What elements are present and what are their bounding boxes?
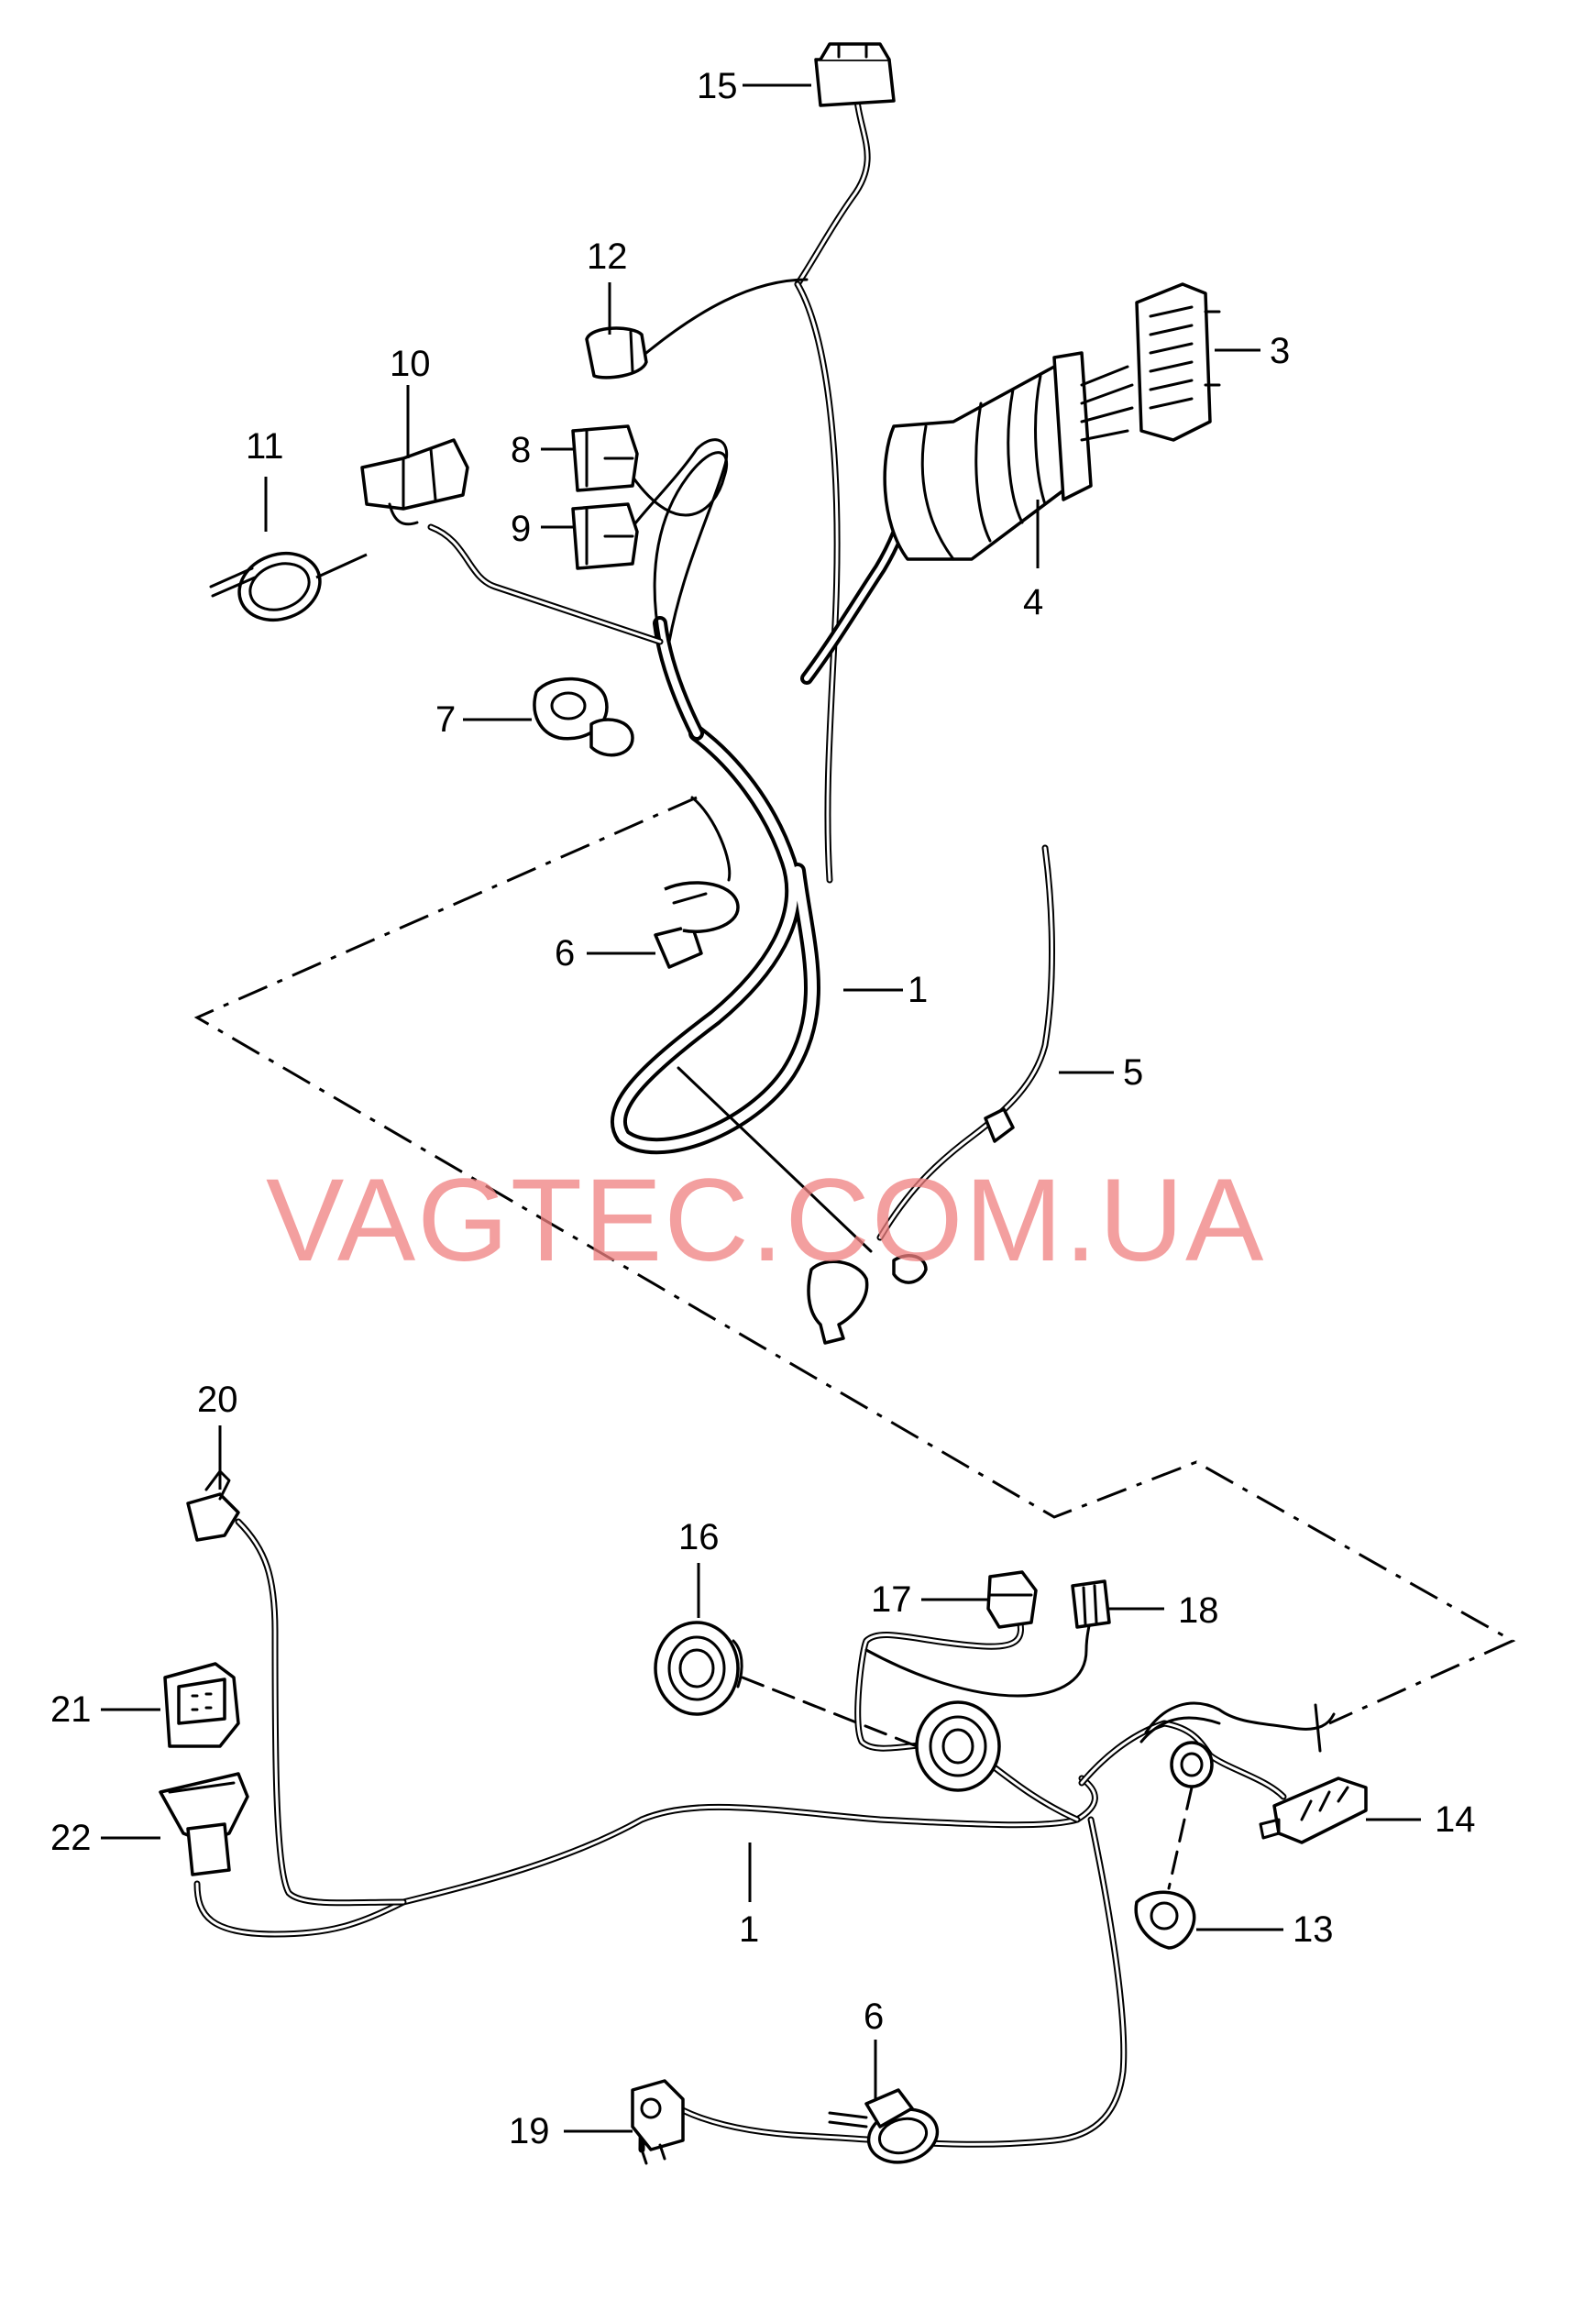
- connector-8: [571, 424, 639, 492]
- grommet-boot: [883, 351, 1134, 561]
- grommet-13: [1134, 1890, 1196, 1950]
- connector-15: [814, 42, 896, 107]
- callout-labels: 15 12 3 10 11 8 9 4 7 6 1 5 20 16 17 18 …: [50, 66, 1476, 2151]
- connector-9: [571, 502, 639, 570]
- clip-6-upper: [654, 881, 740, 969]
- callout-13: 13: [1293, 1909, 1334, 1950]
- callout-14: 14: [1435, 1799, 1476, 1840]
- connector-17: [986, 1570, 1038, 1629]
- callout-22: 22: [50, 1818, 92, 1858]
- callout-16: 16: [678, 1517, 720, 1557]
- connector-19: [631, 2079, 685, 2165]
- leader-lines: [101, 83, 1421, 2133]
- callout-5: 5: [1123, 1052, 1143, 1093]
- callout-10: 10: [390, 344, 431, 384]
- watermark: VAGTEC.COM.UA: [266, 1155, 1265, 1286]
- callout-21: 21: [50, 1689, 92, 1730]
- upper-harness: [209, 42, 1221, 1345]
- callout-8: 8: [511, 430, 531, 470]
- callout-9: 9: [511, 509, 531, 549]
- separator-outline: [193, 796, 1516, 1725]
- callout-6-upper: 6: [555, 933, 575, 974]
- callout-7: 7: [435, 699, 456, 740]
- callout-12: 12: [587, 236, 628, 277]
- grommet-16-leader-dash: [741, 1676, 919, 1748]
- callout-3: 3: [1270, 331, 1290, 371]
- grommet-16: [654, 1621, 743, 1716]
- callout-1-upper: 1: [908, 970, 928, 1010]
- connector-22: [159, 1772, 249, 1876]
- connector-21: [163, 1662, 240, 1748]
- cable-tie-11: [209, 551, 322, 622]
- grommet-wire-13: [1170, 1741, 1214, 1788]
- callout-1-lower: 1: [739, 1909, 759, 1950]
- callout-18: 18: [1178, 1590, 1219, 1631]
- callout-11: 11: [246, 426, 284, 467]
- connector-14: [1259, 1776, 1368, 1844]
- connector-18: [1071, 1579, 1111, 1629]
- clip-6-lower: [828, 2088, 940, 2164]
- callout-17: 17: [871, 1579, 912, 1620]
- lower-harness: [159, 1469, 1368, 2165]
- callout-15: 15: [697, 66, 738, 106]
- connector-10: [360, 438, 469, 526]
- callout-6-lower: 6: [864, 1996, 884, 2037]
- grommet-7: [533, 676, 634, 757]
- callout-19: 19: [509, 2111, 550, 2151]
- clip-bottom-upper: [807, 1260, 869, 1345]
- callout-20: 20: [197, 1380, 238, 1420]
- callout-4: 4: [1023, 582, 1043, 622]
- grommet-installed: [915, 1700, 1001, 1792]
- connector-3: [1135, 282, 1221, 442]
- connector-12: [585, 326, 648, 380]
- connector-20: [186, 1469, 240, 1542]
